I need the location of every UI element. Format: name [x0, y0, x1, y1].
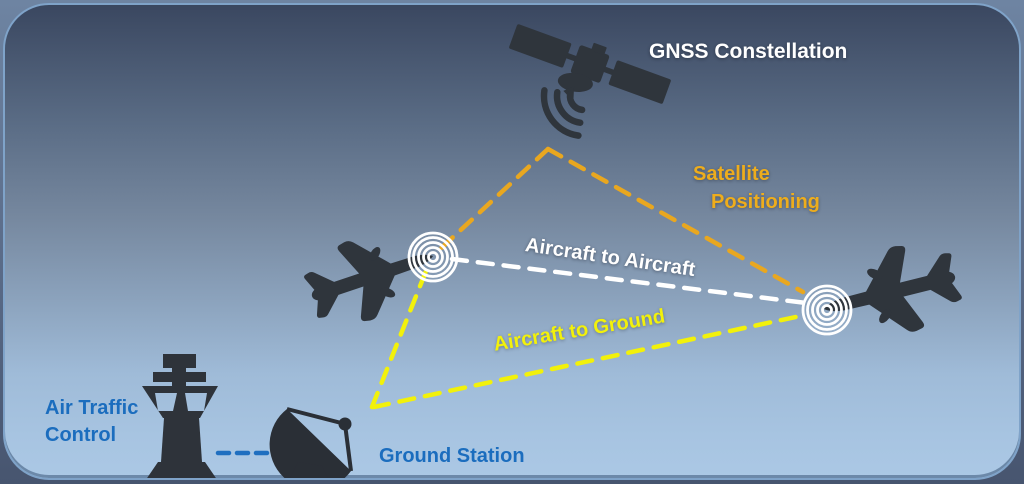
ground-station-icon [269, 407, 353, 478]
satellite-positioning-label-line2: Positioning [711, 191, 820, 213]
air-traffic-control-label-line2: Control [45, 424, 117, 446]
aircraft-to-ground-link-right [371, 312, 808, 410]
air-traffic-control-label: Air Traffic Control [45, 395, 138, 449]
satellite-positioning-label-line1: Satellite [693, 163, 770, 185]
air-traffic-control-label-line1: Air Traffic [45, 397, 139, 419]
satellite-positioning-link-right [545, 146, 806, 295]
diagram-frame: GNSS Constellation Satellite Positioning… [3, 3, 1021, 480]
ground-station-label: Ground Station [379, 445, 525, 467]
control-tower-icon [142, 354, 218, 478]
gnss-constellation-label: GNSS Constellation [649, 40, 848, 63]
aircraft-right-icon [824, 245, 962, 332]
aircraft-left-icon [304, 241, 433, 322]
satellite-positioning-link-left [434, 146, 551, 255]
aircraft-to-aircraft-link [449, 256, 809, 306]
signal-rings-left-icon [407, 231, 459, 283]
satellite-positioning-label: Satellite Positioning [693, 160, 820, 216]
diagram-artwork [142, 24, 962, 478]
aircraft-to-ground-link-left [369, 263, 431, 410]
gnss-satellite-icon [509, 24, 671, 139]
satellite-signal-waves-icon [540, 87, 586, 139]
signal-rings-right-icon [801, 284, 853, 336]
